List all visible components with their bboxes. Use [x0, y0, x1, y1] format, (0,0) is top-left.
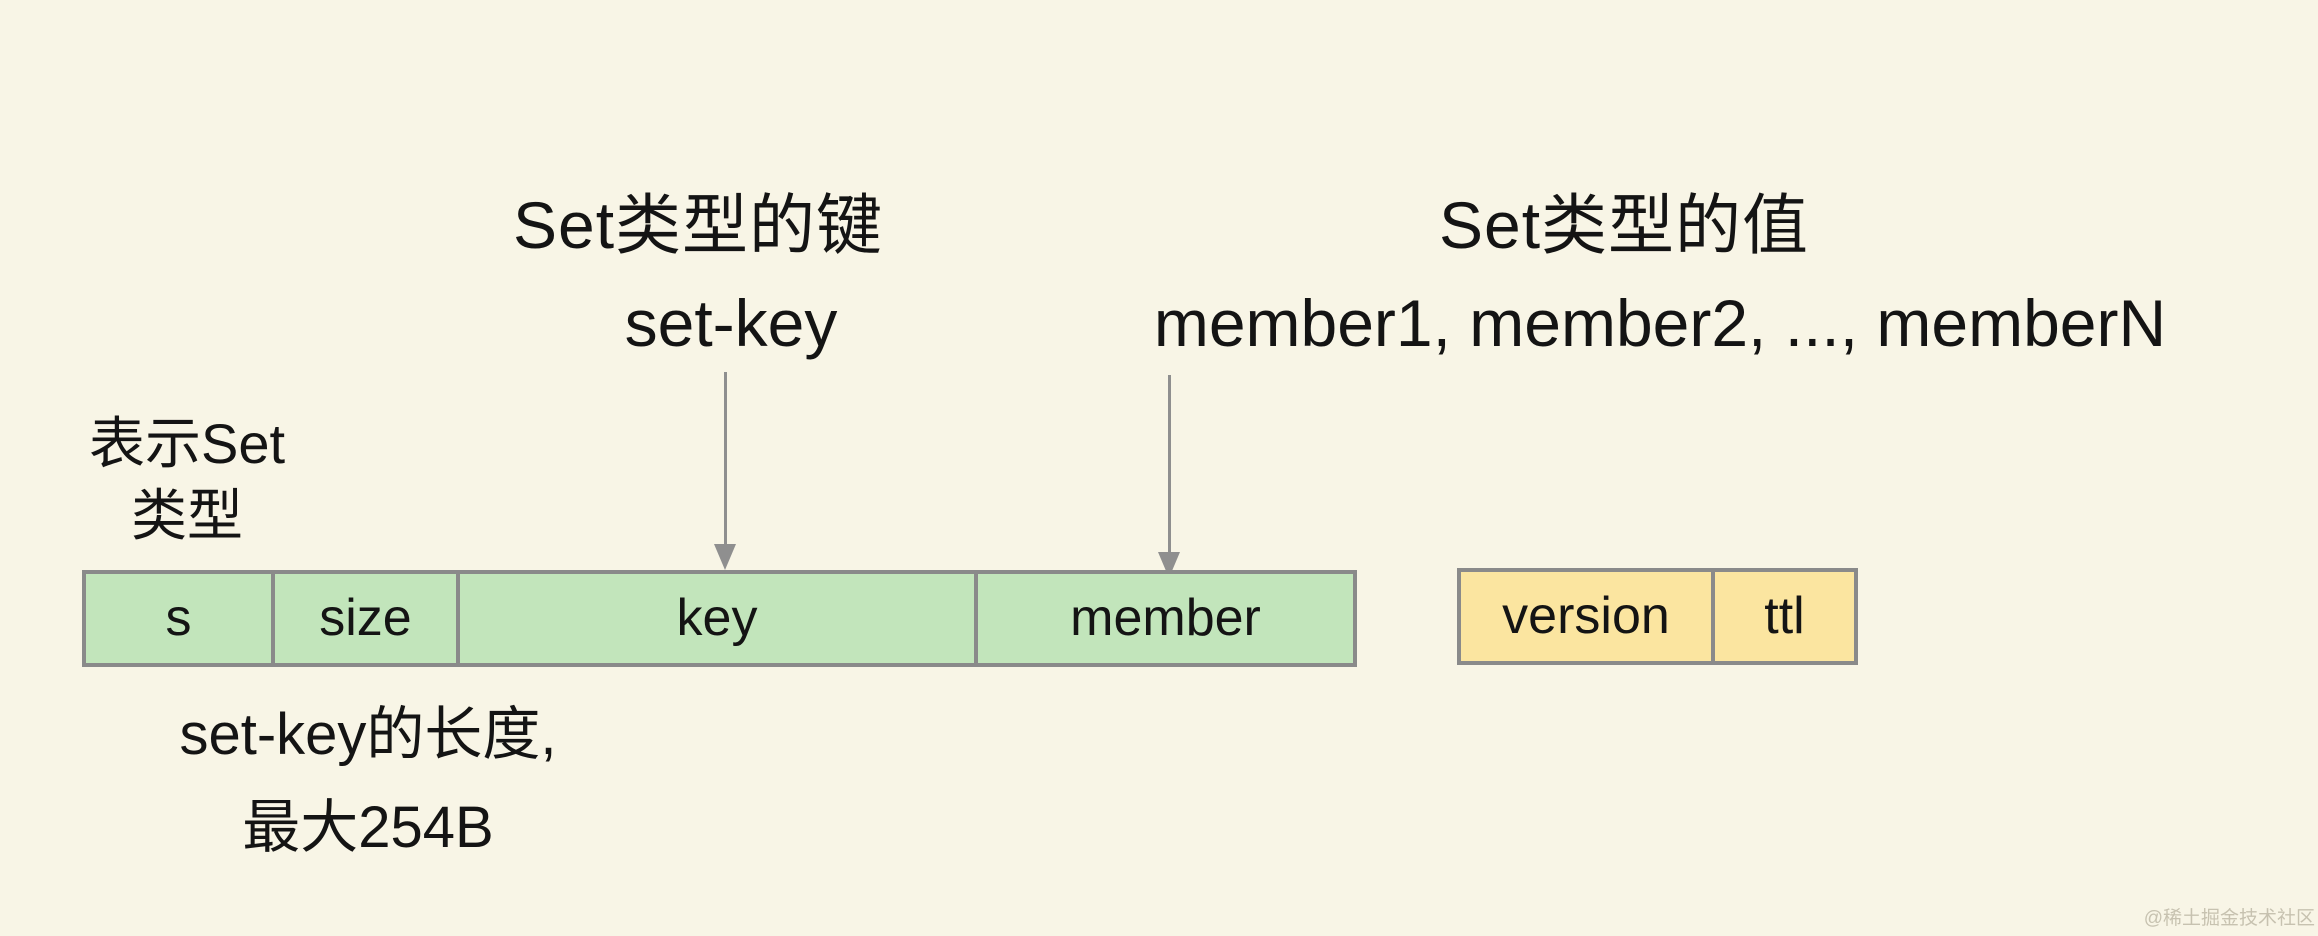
- record-cell-ttl: ttl: [1715, 572, 1854, 661]
- record-cell-version: version: [1461, 572, 1711, 661]
- set-type-label-line2: 类型: [131, 484, 243, 547]
- size-note: set-key的长度, 最大254B: [179, 688, 556, 874]
- set-type-label: 表示Set 类型: [89, 408, 285, 552]
- record-cell-key: key: [460, 574, 974, 663]
- size-note-line2: 最大254B: [242, 795, 494, 860]
- member-arrow-line: [1168, 375, 1171, 552]
- record-cell-type-flag: s: [86, 574, 271, 663]
- size-note-line1: set-key的长度,: [179, 702, 557, 767]
- value-annotation-title: Set类型的值: [1438, 188, 1810, 262]
- key-record-row: s size key member: [82, 570, 1357, 667]
- record-cell-member: member: [978, 574, 1353, 663]
- watermark: @稀土掘金技术社区: [2143, 908, 2315, 929]
- record-cell-size: size: [275, 574, 456, 663]
- arrow-down-icon: [714, 544, 736, 570]
- value-record-row: version ttl: [1457, 568, 1858, 665]
- set-type-label-line1: 表示Set: [88, 412, 286, 475]
- key-annotation-value: set-key: [624, 286, 838, 360]
- key-arrow-line: [724, 372, 727, 544]
- value-annotation-value: member1, member2, ..., memberN: [1153, 286, 2167, 360]
- key-annotation-title: Set类型的键: [512, 188, 884, 262]
